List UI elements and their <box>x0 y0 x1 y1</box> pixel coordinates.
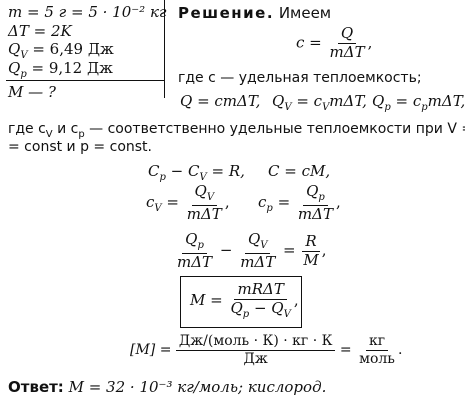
eq-qp: Qp = cpmΔT, <box>372 92 465 113</box>
where-c-text: где c — удельная теплоемкость; <box>178 70 422 86</box>
eq-q-cm: Q = cmΔT, <box>180 92 261 110</box>
where-cv-cp-line2: = const и p = const. <box>8 139 152 155</box>
given-qp: Qp = 9,12 Дж <box>8 59 113 80</box>
where-cv-cp-line1: где cV и cp — соответственно удельные те… <box>8 121 465 140</box>
given-section <box>0 0 165 98</box>
eq-qv: QV = cVmΔT, <box>272 92 367 113</box>
given-mass: m = 5 г = 5 · 10⁻² кг <box>8 3 167 21</box>
answer-line: Ответ: M = 32 · 10⁻³ кг/моль; кислород. <box>8 378 327 396</box>
given-qv: QV = 6,49 Дж <box>8 40 114 61</box>
eq-molar-heat: C = cM, <box>268 162 331 180</box>
given-divider <box>6 80 164 81</box>
boxed-result-frame <box>180 276 302 328</box>
given-find: M — ? <box>8 83 56 101</box>
solution-heading: Решение. Имеем <box>178 4 332 22</box>
given-delta-t: ΔT = 2K <box>8 22 72 40</box>
eq-mayer: Cp − CV = R, <box>148 162 245 183</box>
